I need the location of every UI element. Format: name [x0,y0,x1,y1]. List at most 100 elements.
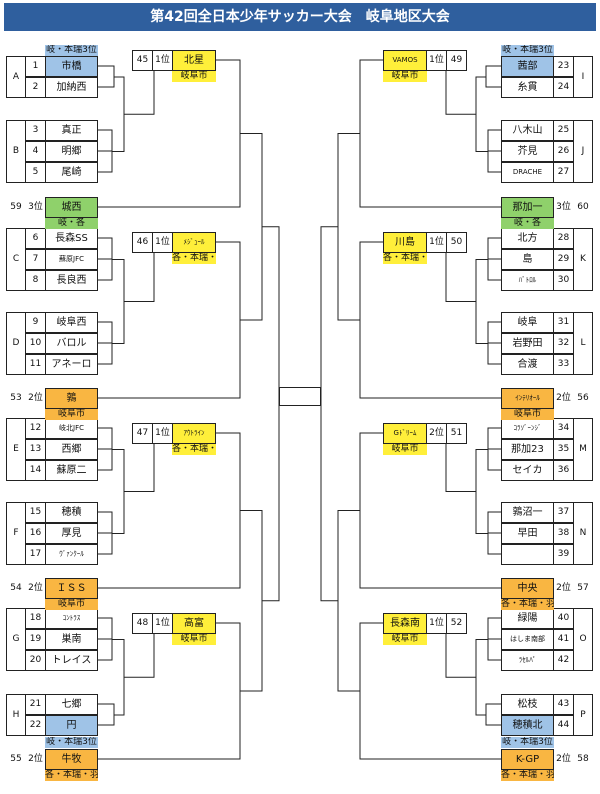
bracket-line [112,449,125,534]
seed-number: 53 [10,393,22,403]
seed-region: 岐阜市 [45,599,98,610]
team-number: 34 [553,418,574,439]
team-number: 37 [553,502,574,523]
first-seed-rank: 1位 [152,423,173,444]
seed-region: 各・本瑞・羽 [45,770,98,781]
bracket-line [98,622,241,760]
group-letter-P: P [573,694,593,736]
seed-rank: 2位 [556,754,571,764]
seed-region: 各・本瑞・羽 [501,599,554,610]
bracket-line [359,622,502,760]
seed-number: 55 [10,754,22,764]
team-number: 23 [553,56,574,77]
first-seed-region: 各・本瑞・羽 [383,253,427,264]
team-name: 明郷 [45,141,98,162]
first-seed-rank: 1位 [152,613,173,634]
seed-region: 岐・各 [45,218,98,229]
team-name: 北方 [501,228,554,249]
team-number: 14 [25,460,46,481]
seed-number: 56 [577,393,589,403]
team-name: ｺﾗｿﾞｰﾝｼﾞ [501,418,554,439]
group-letter-D: D [6,312,26,375]
team-number: 11 [25,354,46,375]
first-seed-rank: 1位 [426,613,447,634]
team-name: 円 [45,715,98,736]
team-number: 24 [553,77,574,98]
team-number: 12 [25,418,46,439]
team-name: 真正 [45,120,98,141]
team-number: 13 [25,439,46,460]
bracket-line [112,76,125,152]
group-letter-A: A [6,56,26,98]
team-number: 9 [25,312,46,333]
team-number: 20 [25,650,46,671]
team-name: 穂積 [45,502,98,523]
team-number: 6 [25,228,46,249]
group-letter-G: G [6,608,26,671]
bracket-line [262,226,280,602]
team-name [501,544,554,565]
team-number: 44 [553,715,574,736]
team-name: 尾崎 [45,162,98,183]
bracket-line [475,76,488,152]
bracket-line [124,634,155,678]
first-seed-team: VAMOS [383,50,427,71]
team-name: 岩野田 [501,333,554,354]
team-number: 10 [25,333,46,354]
seed-rank: 3位 [28,202,43,212]
team-number: 18 [25,608,46,629]
bracket-line [124,71,155,115]
team-name: 蘇原JFC [45,249,98,270]
group-letter-H: H [6,694,26,736]
team-name: 鶉沼一 [501,502,554,523]
team-name: 巣南 [45,629,98,650]
team-number: 31 [553,312,574,333]
team-number: 39 [553,544,574,565]
team-name: はしま南部 [501,629,554,650]
team-number: 4 [25,141,46,162]
first-seed-team: ﾒｼﾞｭｰﾙ [172,232,216,253]
team-number: 27 [553,162,574,183]
group-letter-F: F [6,502,26,565]
team-number: 40 [553,608,574,629]
group-letter-L: L [573,312,593,375]
team-name: 岐北JFC [45,418,98,439]
team-number: 36 [553,460,574,481]
first-seed-team: 長森南 [383,613,427,634]
first-seed-region: 岐阜市 [383,444,427,455]
team-number: 2 [25,77,46,98]
first-seed-region: 岐阜市 [383,634,427,645]
seed-region: 岐・各 [501,218,554,229]
group-letter-M: M [573,418,593,481]
seed-number: 57 [577,583,589,593]
bracket-line [112,259,125,344]
team-name: 加納西 [45,77,98,98]
team-name: 早田 [501,523,554,544]
group-letter-O: O [573,608,593,671]
bracket-line [445,253,476,302]
bracket-line [124,444,155,492]
team-name: ﾗｾﾙﾊﾟ [501,650,554,671]
page-title: 第42回全日本少年サッカー大会 岐阜地区大会 [4,3,596,31]
seed-team-name: 城西 [45,197,98,218]
seed-team-name: ｲﾝﾃﾘｵｰﾙ [501,388,554,409]
first-seed-region: 岐阜市 [172,634,216,645]
first-seed-region: 岐阜市 [172,71,216,82]
bracket-line [475,259,488,344]
first-seed-team: 北星 [172,50,216,71]
qualifier-note: 岐・本瑞3位 [45,737,98,748]
team-name: 穂積北 [501,715,554,736]
first-seed-number: 51 [446,423,467,444]
first-seed-rank: 1位 [152,50,173,71]
seed-rank: 3位 [556,202,571,212]
first-seed-number: 50 [446,232,467,253]
team-number: 15 [25,502,46,523]
bracket-line [445,71,476,115]
first-seed-team: ｱｳﾄﾗｲﾝ [172,423,216,444]
team-name: ﾊﾞﾄﾛﾙ [501,270,554,291]
bracket-line [98,703,115,726]
team-name: 八木山 [501,120,554,141]
team-name: 島 [501,249,554,270]
bracket-line [445,634,476,678]
